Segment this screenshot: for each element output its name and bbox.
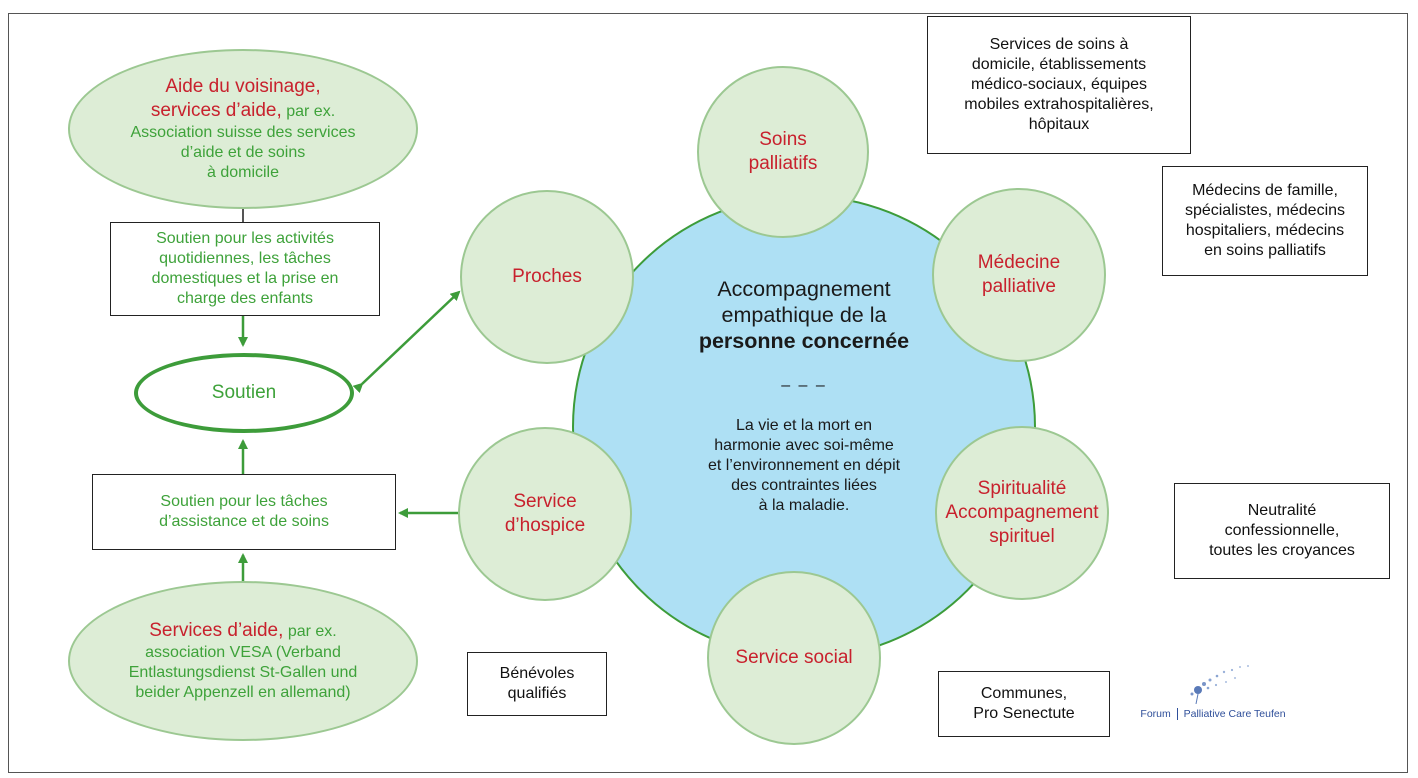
node-spiritualite-label: Spiritualité Accompagnement spirituel — [945, 477, 1098, 549]
box-line: qualifiés — [507, 685, 567, 702]
ellipse-aide-voisinage: Aide du voisinage, services d’aide, par … — [68, 49, 418, 209]
box-line: toutes les croyances — [1209, 542, 1355, 559]
box-line: Soutien pour les tâches — [160, 493, 328, 510]
central-title-line3: personne concernée — [574, 328, 1034, 354]
label-line: Service social — [735, 647, 853, 668]
label-line: palliative — [982, 276, 1056, 297]
box-line: domicile, établissements — [971, 56, 1147, 73]
arrow-support-to-proches — [352, 290, 461, 394]
node-service-hospice: Service d’hospice — [458, 427, 632, 601]
box-line: mobiles extrahospitalières, — [964, 96, 1154, 113]
box-line: hospitaliers, médecins — [1185, 222, 1345, 239]
label-line: spirituel — [989, 526, 1055, 547]
box-benevoles: Bénévoles qualifiés — [467, 652, 607, 716]
label-line: Service — [513, 491, 577, 512]
central-body-line1: La vie et la mort en — [735, 417, 873, 434]
ellipse-red-line: services d’aide, — [150, 100, 282, 121]
ellipse-green-line: Association suisse des services — [130, 124, 356, 141]
box-communes: Communes, Pro Senectute — [938, 671, 1110, 737]
node-proches: Proches — [460, 190, 634, 364]
node-proches-label: Proches — [512, 265, 582, 289]
box-soutien-activites: Soutien pour les activités quotidiennes,… — [110, 222, 380, 316]
node-service-social: Service social — [707, 571, 881, 745]
box-line: spécialistes, médecins — [1184, 202, 1346, 219]
ellipse-green-line: d’aide et de soins — [180, 144, 306, 161]
ellipse-green-line: beider Appenzell en allemand) — [135, 684, 351, 701]
box-line: Bénévoles — [499, 665, 575, 682]
label-line: Accompagnement — [945, 502, 1099, 523]
central-title: Accompagnement empathique de la personne… — [574, 276, 1034, 354]
box-line: charge des enfants — [176, 290, 314, 307]
ellipse-green-line: Entlastungsdienst St-Gallen und — [128, 664, 358, 681]
box-medecins: Médecins de famille, spécialistes, médec… — [1162, 166, 1368, 276]
logo-text-left: Forum — [1140, 707, 1171, 720]
dandelion-icon — [1190, 665, 1249, 705]
ellipse-green-suffix: par ex. — [286, 103, 336, 120]
central-body: La vie et la mort en harmonie avec soi-m… — [574, 416, 1034, 516]
box-line: confessionnelle, — [1224, 522, 1340, 539]
label-line: Médecine — [977, 252, 1061, 273]
box-line: quotidiennes, les tâches — [159, 250, 331, 267]
ellipse-green-suffix: par ex. — [287, 623, 337, 640]
label-line: Soins — [759, 129, 807, 150]
node-soins-palliatifs-label: Soins palliatifs — [749, 128, 818, 176]
central-title-line2: empathique de la — [721, 303, 887, 327]
ellipse-green-line: à domicile — [206, 164, 279, 181]
central-title-line1: Accompagnement — [717, 277, 891, 301]
box-neutralite: Neutralité confessionnelle, toutes les c… — [1174, 483, 1390, 579]
soutien-node: Soutien — [134, 353, 354, 433]
node-service-hospice-label: Service d’hospice — [505, 490, 585, 538]
box-services-soins: Services de soins à domicile, établissem… — [927, 16, 1191, 154]
forum-logo: Forum Palliative Care Teufen — [1138, 660, 1288, 720]
ellipse-red-line: Services d’aide, — [149, 620, 284, 641]
logo-divider — [1176, 708, 1178, 720]
label-line: Proches — [512, 266, 582, 287]
box-line: Pro Senectute — [973, 705, 1075, 722]
box-line: domestiques et la prise en — [151, 270, 339, 287]
logo-text-right: Palliative Care Teufen — [1183, 707, 1286, 720]
label-line: palliatifs — [748, 153, 818, 174]
box-line: Soutien pour les activités — [156, 230, 334, 247]
label-line: Spiritualité — [977, 478, 1067, 499]
box-line: Services de soins à — [989, 36, 1129, 53]
central-body-line4: des contraintes liées — [731, 477, 877, 494]
central-body-line2: harmonie avec soi-même — [714, 437, 894, 454]
box-line: Communes, — [980, 685, 1068, 702]
box-line: en soins palliatifs — [1204, 242, 1326, 259]
node-spiritualite: Spiritualité Accompagnement spirituel — [935, 426, 1109, 600]
diagram-frame — [8, 13, 1408, 773]
node-medecine-palliative: Médecine palliative — [932, 188, 1106, 362]
ellipse-green-line: association VESA (Verband — [145, 644, 341, 661]
ellipse-red-line: Aide du voisinage, — [165, 76, 321, 97]
box-line: médico-sociaux, équipes — [970, 76, 1148, 93]
node-medecine-palliative-label: Médecine palliative — [978, 251, 1060, 299]
central-body-line3: et l’environnement en dépit — [707, 457, 901, 474]
logo-text: Forum Palliative Care Teufen — [1138, 708, 1288, 720]
label-line: d’hospice — [504, 515, 586, 536]
node-soins-palliatifs: Soins palliatifs — [697, 66, 869, 238]
box-line: hôpitaux — [1028, 116, 1090, 133]
ellipse-services-aide: Services d’aide, par ex. association VES… — [68, 581, 418, 741]
central-title-bold: personne concernée — [698, 329, 910, 353]
central-body-line5: à la maladie. — [758, 497, 850, 514]
node-service-social-label: Service social — [735, 646, 852, 670]
box-soutien-assistance: Soutien pour les tâches d’assistance et … — [92, 474, 396, 550]
box-line: Neutralité — [1247, 502, 1317, 519]
box-line: d’assistance et de soins — [159, 513, 329, 530]
box-line: Médecins de famille, — [1192, 182, 1338, 199]
central-separator: – – – — [781, 377, 827, 394]
